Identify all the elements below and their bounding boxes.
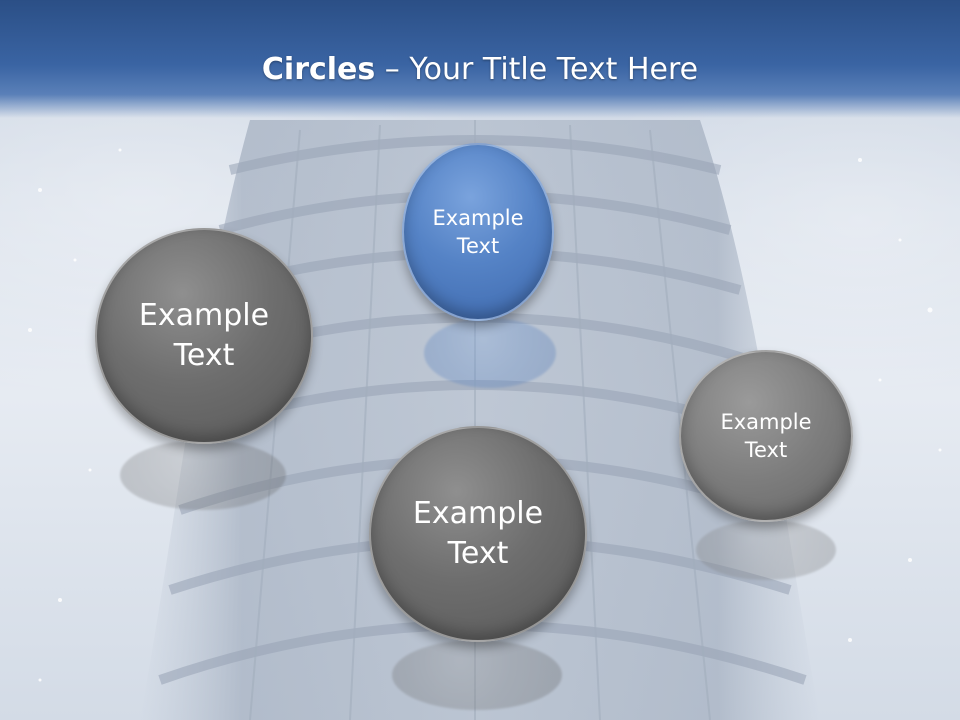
circle-top-blue[interactable]: Example Text — [402, 143, 554, 321]
left-circle-reflection — [120, 440, 286, 510]
title-rest: – Your Title Text Here — [375, 52, 699, 87]
right-circle-reflection — [696, 520, 836, 580]
title-bar — [0, 0, 960, 118]
circle-bottom-gray[interactable]: Example Text — [369, 426, 587, 642]
circle-left-gray[interactable]: Example Text — [95, 228, 313, 444]
circle-text-line2: Text — [447, 536, 509, 571]
circle-text-line1: Example — [412, 495, 544, 531]
circle-text-line2: Text — [744, 438, 788, 462]
circle-text-line2: Text — [173, 338, 235, 373]
circle-text-line1: Example — [138, 297, 270, 333]
slide-title: Circles – Your Title Text Here — [0, 52, 960, 87]
circle-text-line2: Text — [456, 234, 500, 258]
circle-right-gray[interactable]: Example Text — [679, 350, 853, 522]
bottom-circle-reflection — [392, 640, 562, 710]
circle-text-line1: Example — [720, 409, 812, 434]
circle-text-line1: Example — [432, 205, 524, 230]
blue-circle-reflection — [424, 318, 556, 388]
title-bold: Circles — [261, 52, 376, 87]
